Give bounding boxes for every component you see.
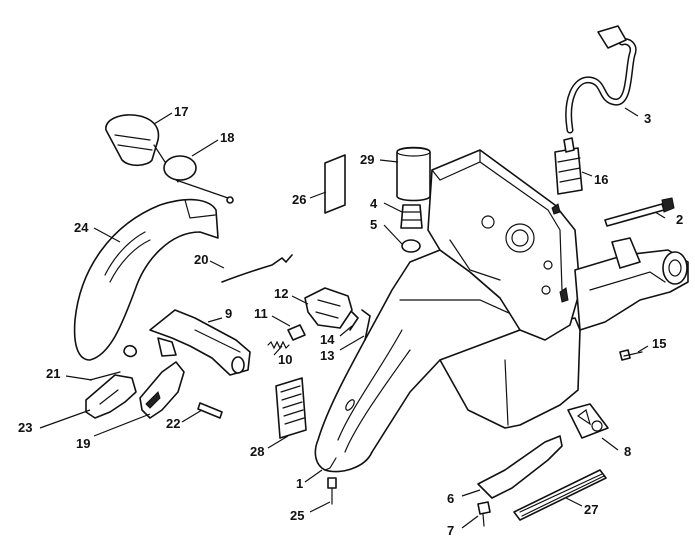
callout-18: 18 <box>220 130 234 145</box>
callout-29: 29 <box>360 152 374 167</box>
part-screw-25 <box>327 477 337 505</box>
part-fuel-filter <box>554 137 583 195</box>
callout-9: 9 <box>225 306 232 321</box>
part-fitting <box>400 204 423 229</box>
part-lever-12 <box>304 287 353 329</box>
callout-27: 27 <box>584 502 598 517</box>
part-seal-ring <box>163 155 197 181</box>
part-wire-rod <box>221 254 293 283</box>
callout-3: 3 <box>644 111 651 126</box>
part-long-screw <box>604 197 675 227</box>
part-clip <box>89 344 138 381</box>
part-o-ring <box>401 239 421 253</box>
part-housing <box>314 249 581 473</box>
callout-1: 1 <box>296 476 303 491</box>
callout-12: 12 <box>274 286 288 301</box>
callout-22: 22 <box>166 416 180 431</box>
callout-17: 17 <box>174 104 188 119</box>
part-cylinder-filter <box>396 146 431 202</box>
part-screw-7 <box>477 501 491 527</box>
callout-20: 20 <box>194 252 208 267</box>
part-pin-13 <box>361 309 371 341</box>
part-fuel-hose <box>565 25 637 134</box>
part-pin-22 <box>197 402 223 419</box>
part-block <box>287 324 306 341</box>
callout-8: 8 <box>624 444 631 459</box>
part-tank-frame <box>427 149 581 341</box>
callout-26: 26 <box>292 192 306 207</box>
part-label-28 <box>275 377 307 439</box>
callout-23: 23 <box>18 420 32 435</box>
part-label-26 <box>324 154 346 214</box>
callout-7: 7 <box>447 523 454 538</box>
part-grip-strip <box>513 469 607 521</box>
leader-lines <box>39 107 666 529</box>
part-guard-plate <box>477 435 563 499</box>
part-screw-15 <box>619 349 643 361</box>
part-cable <box>175 179 229 199</box>
callout-14: 14 <box>320 332 335 347</box>
callout-25: 25 <box>290 508 304 523</box>
callout-11: 11 <box>254 306 268 321</box>
callout-28: 28 <box>250 444 264 459</box>
callout-19: 19 <box>76 436 90 451</box>
part-handle-cover <box>73 198 219 361</box>
callout-16: 16 <box>594 172 608 187</box>
part-spring <box>267 340 290 350</box>
callout-4: 4 <box>370 196 378 211</box>
callout-21: 21 <box>46 366 60 381</box>
callout-5: 5 <box>370 217 377 232</box>
callout-13: 13 <box>320 348 334 363</box>
callout-15: 15 <box>652 336 666 351</box>
callout-24: 24 <box>74 220 89 235</box>
callout-labels: 1 2 3 4 5 6 7 8 9 10 11 12 13 14 15 16 1… <box>18 104 683 538</box>
callout-6: 6 <box>447 491 454 506</box>
callout-2: 2 <box>676 212 683 227</box>
callout-10: 10 <box>278 352 292 367</box>
part-throttle <box>149 309 251 376</box>
part-trigger <box>139 361 185 419</box>
part-label-8 <box>567 403 609 439</box>
part-switch-lever <box>85 374 137 419</box>
part-pin-14 <box>349 311 360 331</box>
part-rear-arm <box>574 237 689 331</box>
